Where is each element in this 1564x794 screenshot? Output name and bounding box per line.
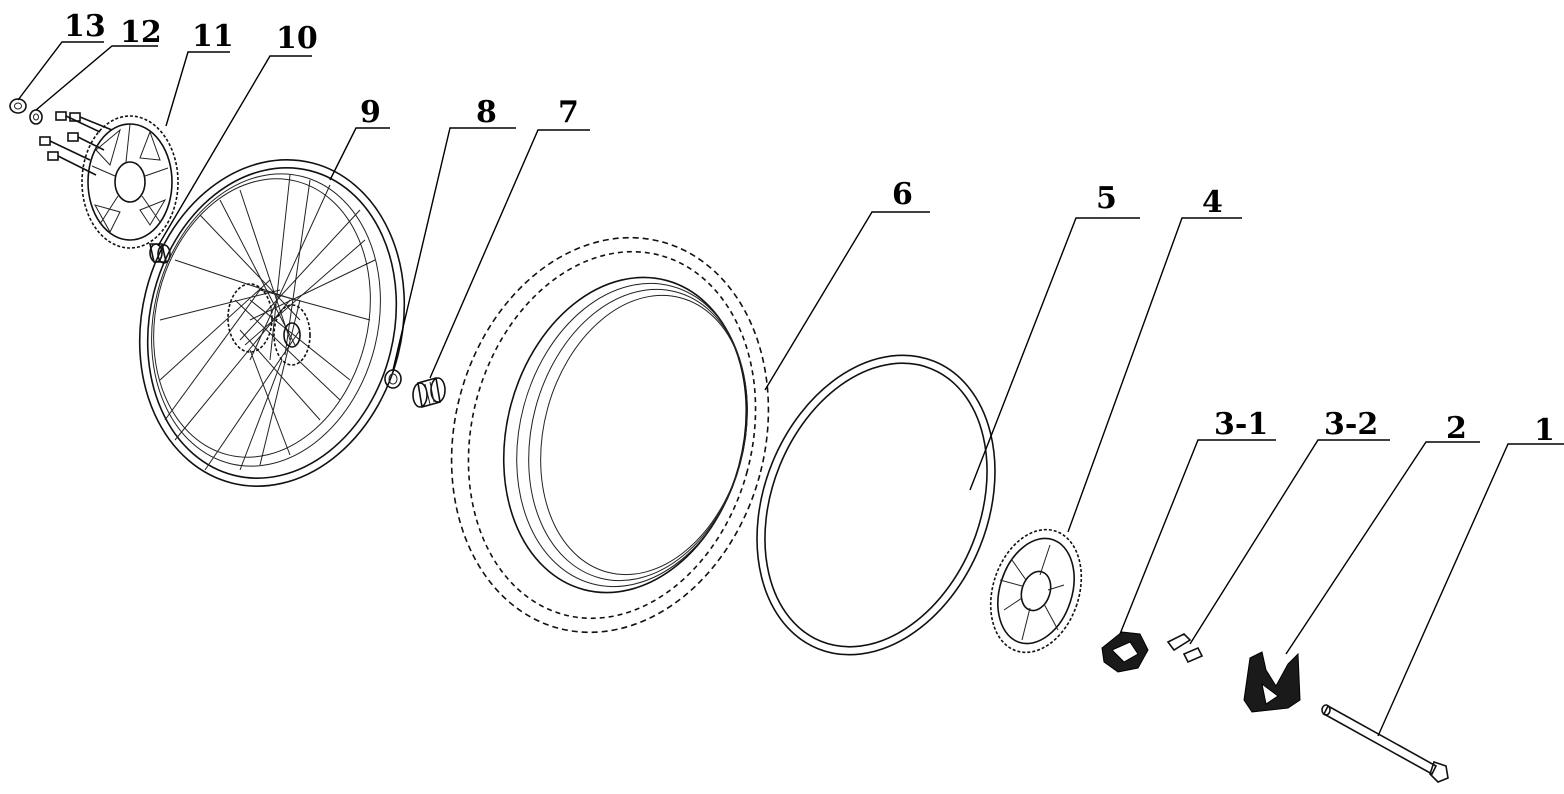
part-9-spoked-wheel [138,159,406,487]
callout-4: 4 [1202,185,1223,220]
part-11-bolts [39,111,113,176]
part-5-tube [756,354,996,656]
part-6-tire [450,236,770,634]
callout-3-2: 3-2 [1324,407,1378,442]
callout-2: 2 [1446,411,1467,446]
callout-11: 11 [192,19,234,54]
callout-7: 7 [558,95,579,130]
part-3-2-pin [1166,633,1204,664]
part-13-nut [9,98,27,114]
part-11-sprocket [81,115,179,249]
part-12-washer [29,109,43,125]
callout-13: 13 [64,9,106,44]
callout-10: 10 [276,21,318,56]
callout-labels: 13 12 11 10 9 8 7 6 5 4 3-1 3-2 2 1 [64,9,1555,448]
callout-1: 1 [1534,413,1555,448]
leader-lines [17,41,1564,737]
part-2-caliper-bracket [1243,651,1301,713]
part-7-bearing [412,376,446,409]
callout-12: 12 [120,15,162,50]
callout-8: 8 [476,95,497,130]
part-3-1-caliper-component [1101,631,1149,673]
part-1-axle [1321,704,1449,783]
callout-9: 9 [360,95,381,130]
callout-6: 6 [892,177,913,212]
callout-5: 5 [1096,181,1117,216]
part-4-brake-disc [989,528,1083,654]
callout-3-1: 3-1 [1214,407,1268,442]
